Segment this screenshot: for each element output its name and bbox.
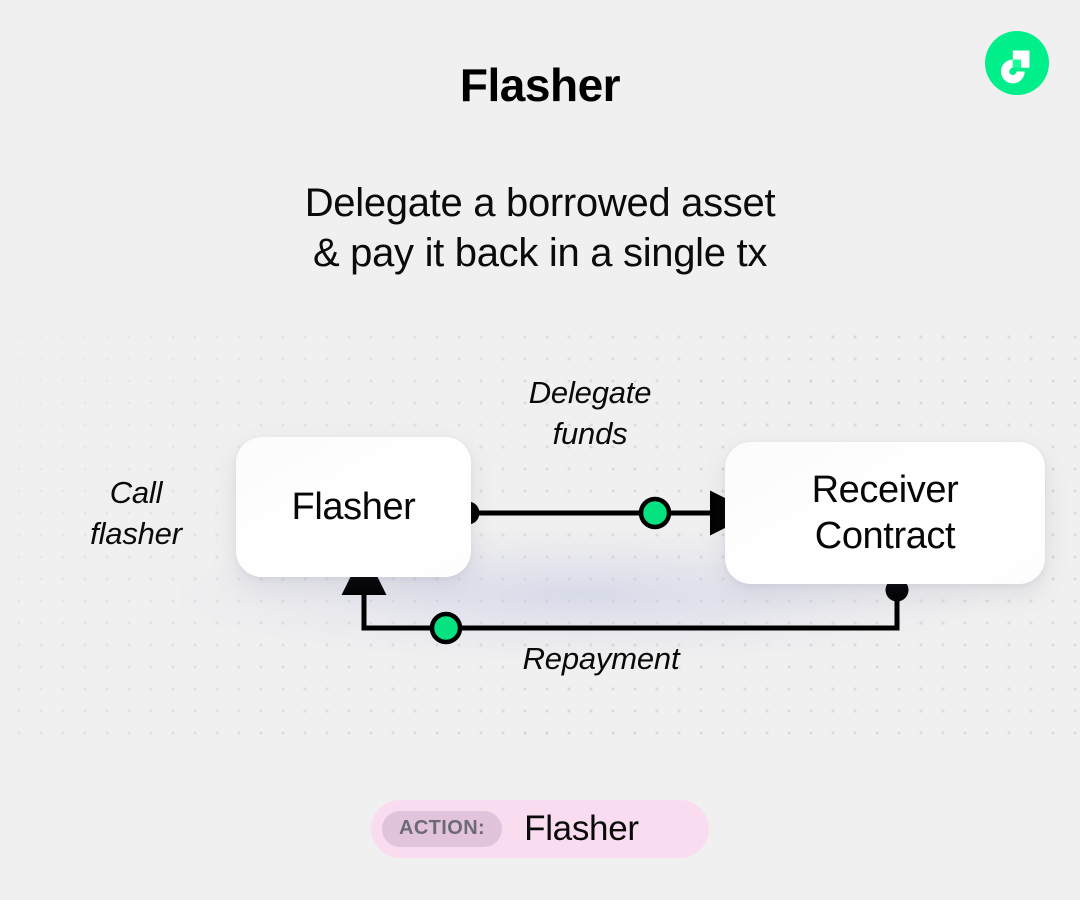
page-subtitle: Delegate a borrowed asset & pay it back … xyxy=(0,178,1080,278)
node-receiver-label-line-2: Contract xyxy=(814,515,956,557)
node-receiver-contract[interactable]: Receiver Contract xyxy=(725,442,1045,584)
action-badge[interactable]: ACTION: Flasher xyxy=(371,800,709,858)
flow-logo-icon xyxy=(985,31,1049,95)
action-badge-value: Flasher xyxy=(524,809,639,848)
logo-bar-mid xyxy=(1021,59,1030,68)
connector-dot-receiver-out xyxy=(885,578,909,602)
page-subtitle-line-2: & pay it back in a single tx xyxy=(312,231,768,275)
node-flasher[interactable]: Flasher xyxy=(236,437,471,577)
page-title: Flasher xyxy=(459,59,621,111)
action-badge-chip-label: ACTION: xyxy=(382,811,503,847)
logo-ring xyxy=(1000,59,1025,84)
edge-repayment xyxy=(341,550,900,631)
node-receiver-contract-label: Receiver Contract xyxy=(812,467,959,559)
edge-label-repayment: Repayment xyxy=(522,641,680,676)
page-subtitle-line-1: Delegate a borrowed asset xyxy=(304,181,776,225)
token-dot-repayment xyxy=(429,611,463,645)
node-receiver-label-line-1: Receiver xyxy=(811,469,959,511)
logo-accent-square xyxy=(1012,59,1021,68)
node-flasher-label: Flasher xyxy=(291,486,416,528)
flow-diagram: Flasher Receiver Contract Call flasher D… xyxy=(0,320,1080,750)
edge-label-delegate-funds: Delegate funds xyxy=(528,375,652,451)
token-dot-delegate xyxy=(638,496,672,530)
edge-label-call-flasher: Call flasher xyxy=(90,475,182,551)
